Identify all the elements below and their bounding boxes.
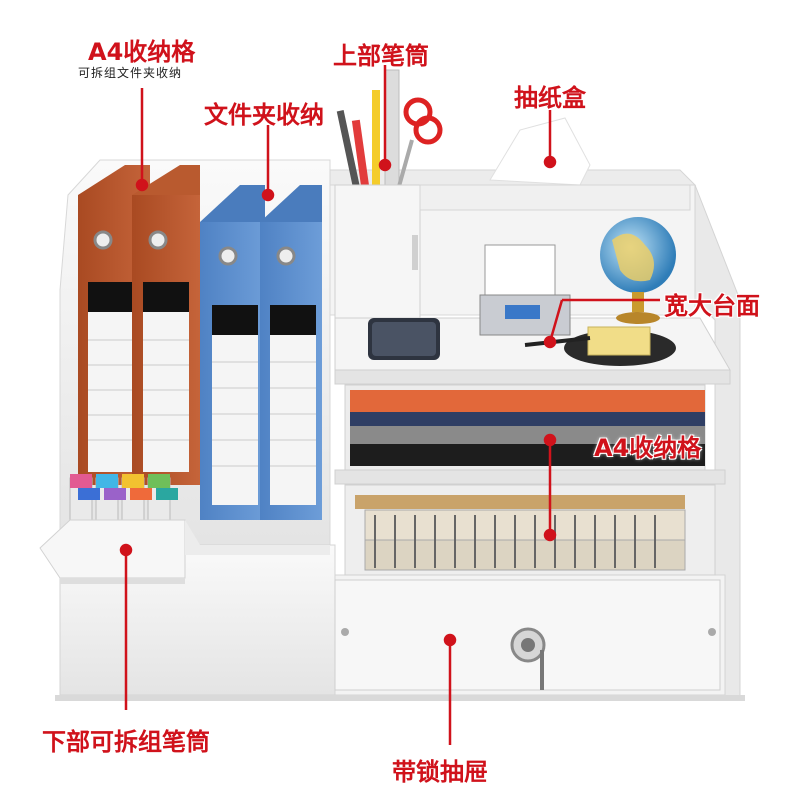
- top-pen-holder: [334, 69, 443, 336]
- callout-tissue-box: 抽纸盒: [514, 84, 586, 112]
- blue-folder-1: [200, 185, 265, 520]
- callout-a4-slot-middle: A4收纳格: [594, 434, 702, 462]
- tissue-box: [419, 117, 691, 211]
- wide-surface-shelf: [334, 217, 731, 385]
- callout-bottom-pen-holder: 下部可拆组笔筒: [42, 728, 210, 756]
- callout-a4-slot-top-sub: 可拆组文件夹收纳: [78, 66, 183, 80]
- callout-lines: [119, 65, 660, 745]
- callout-lock-drawer: 带锁抽屉: [392, 758, 488, 786]
- orange-folder-2: [132, 165, 200, 485]
- a4-middle-slots: [334, 384, 726, 576]
- lock-drawer: [334, 579, 721, 691]
- callout-wide-surface: 宽大台面: [664, 292, 760, 320]
- bottom-pen-holder: [39, 474, 330, 584]
- blue-folder-2: [260, 185, 322, 520]
- callout-folder-storage: 文件夹收纳: [204, 101, 324, 129]
- callout-a4-slot-top: A4收纳格: [88, 38, 196, 66]
- callout-pen-holder-top: 上部笔筒: [333, 42, 429, 70]
